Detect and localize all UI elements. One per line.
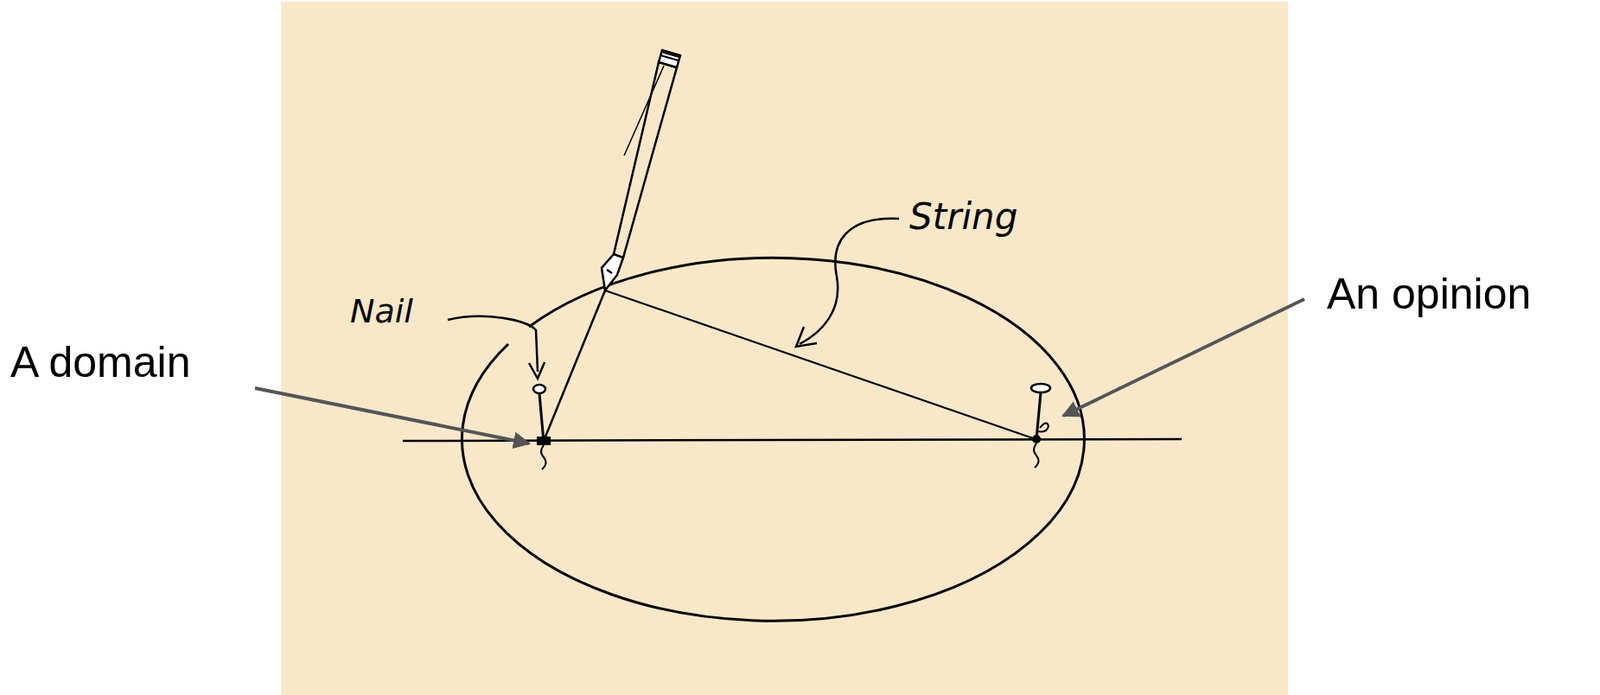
part-label: Nail <box>350 293 414 331</box>
part-label: String <box>909 197 1018 237</box>
callout-label: An opinion <box>1326 270 1531 319</box>
arrowhead <box>796 326 817 347</box>
callout-arrow <box>254 388 530 444</box>
nail <box>1031 383 1051 468</box>
nail <box>533 384 551 470</box>
leader-line <box>799 218 899 345</box>
arrowhead <box>529 362 545 379</box>
pencil <box>601 50 681 291</box>
callout-arrow <box>1063 299 1305 416</box>
paper-ground <box>280 1 1288 695</box>
string-line <box>605 290 1036 440</box>
callout-label: A domain <box>10 338 191 387</box>
string-line <box>543 290 606 441</box>
leader-line <box>447 316 538 372</box>
